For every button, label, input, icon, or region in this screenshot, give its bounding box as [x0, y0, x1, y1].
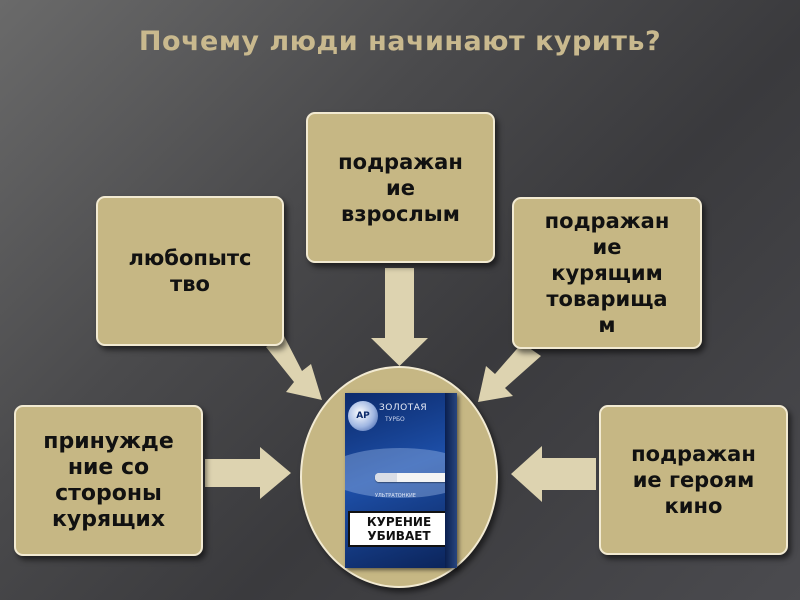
pack-brand-text: ЗОЛОТАЯ	[379, 403, 428, 413]
reason-coercion-box: принужде ние со стороны курящих	[14, 405, 203, 556]
pack-logo: AP	[348, 401, 378, 431]
slide-title: Почему люди начинают курить?	[138, 26, 662, 57]
pack-side-edge	[445, 393, 457, 568]
health-warning-label: КУРЕНИЕ УБИВАЕТ	[348, 511, 450, 547]
arrow-movies-to-center	[511, 446, 596, 502]
reason-imitate-movie-heroes-box: подражан ие героям кино	[599, 405, 788, 555]
reason-curiosity-box: любопытс тво	[96, 196, 284, 346]
cigarette-pack-image: AP ЗОЛОТАЯ ТУРБО УЛЬТРАТОНКИЕ КУРЕНИЕ УБ…	[345, 393, 457, 568]
reason-imitate-friends-box: подражан ие курящим товарища м	[512, 197, 702, 349]
cigarette-icon	[375, 473, 455, 482]
arrow-adults-to-center	[371, 268, 428, 366]
arrow-curiosity-to-center	[266, 336, 322, 400]
pack-subtitle-text: ТУРБО	[385, 416, 405, 423]
reason-imitate-adults-box: подражан ие взрослым	[306, 112, 495, 263]
arrow-friends-to-center	[478, 343, 541, 402]
arrow-coercion-to-center	[205, 447, 291, 499]
pack-small-text: УЛЬТРАТОНКИЕ	[375, 493, 416, 499]
